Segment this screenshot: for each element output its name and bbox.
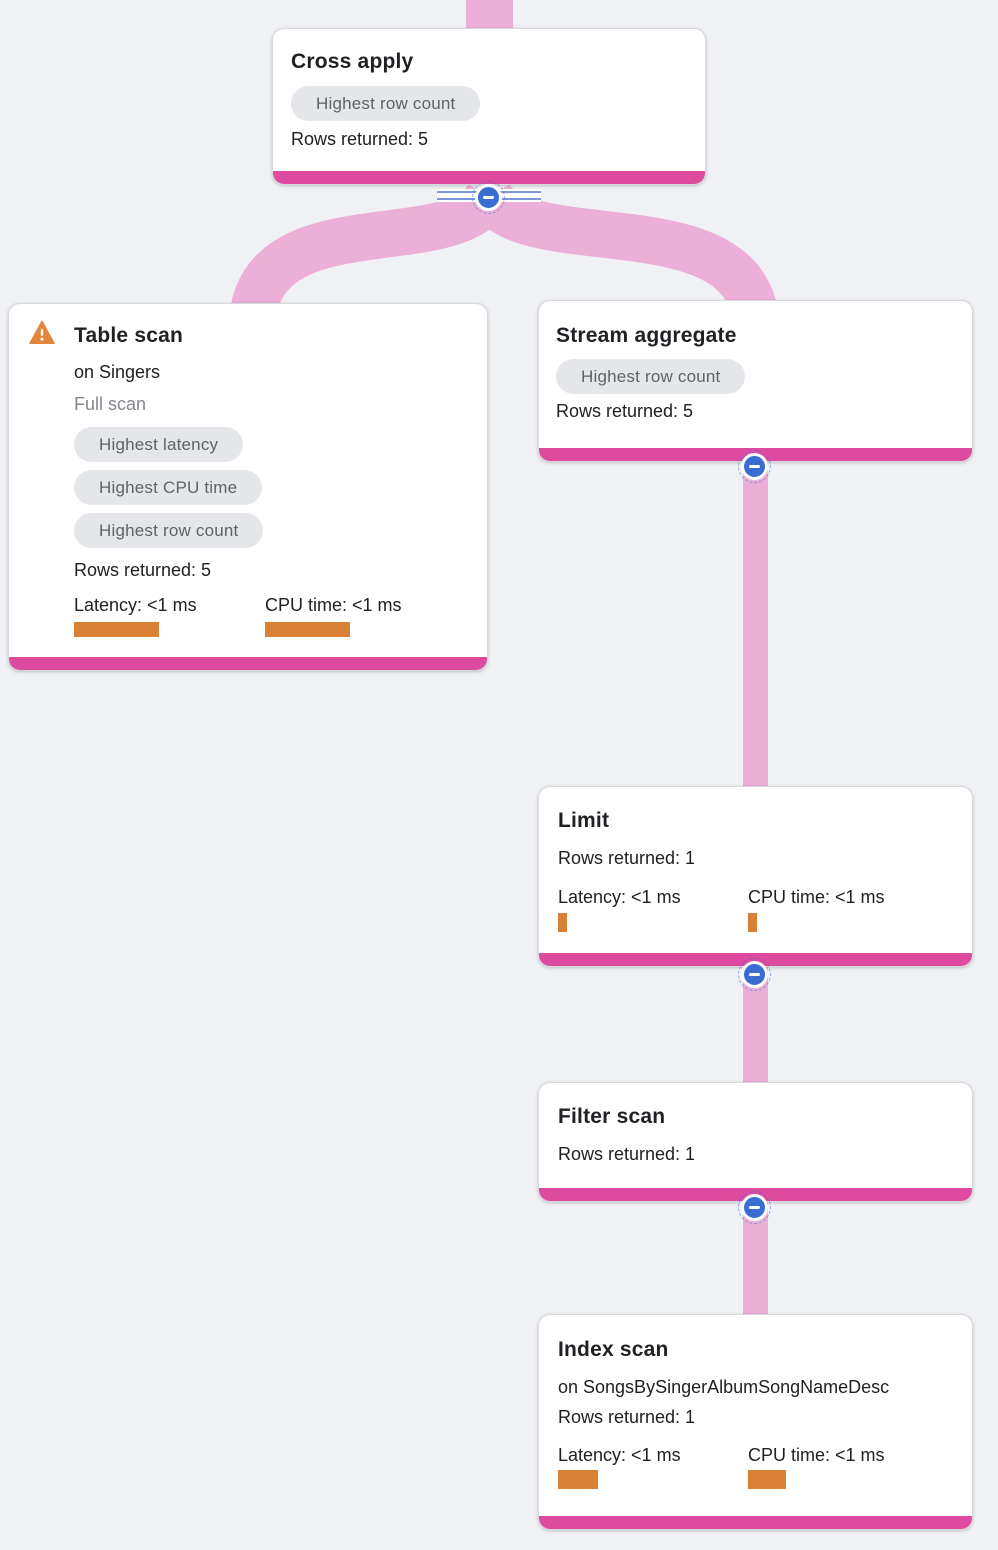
edge-into-cross-apply — [466, 0, 513, 30]
minus-icon — [483, 196, 494, 199]
node-accent-bar — [539, 1516, 972, 1529]
cpu-bar — [748, 1470, 786, 1489]
node-cross-apply[interactable]: Cross apply Highest row count Rows retur… — [272, 28, 706, 185]
latency-bar — [558, 1470, 598, 1489]
latency-bar — [558, 913, 567, 932]
collapse-button-stream-aggregate[interactable] — [738, 450, 771, 483]
rows-returned: Rows returned: 1 — [558, 1144, 696, 1164]
edge-cross-apply-to-stream-aggregate — [468, 181, 780, 332]
node-index-scan[interactable]: Index scan on SongsBySingerAlbumSongName… — [538, 1314, 973, 1530]
rows-returned: Rows returned: 1 — [558, 1407, 696, 1427]
metrics: Latency: <1 ms CPU time: <1 ms — [558, 886, 953, 932]
latency-label: Latency: <1 ms — [558, 1445, 681, 1465]
badge-highest-row-count: Highest row count — [74, 513, 264, 548]
node-title: Stream aggregate — [556, 324, 737, 347]
edge-stream-aggregate-to-limit — [743, 450, 768, 795]
latency-label: Latency: <1 ms — [558, 887, 681, 907]
cpu-bar — [748, 913, 757, 932]
latency-label: Latency: <1 ms — [74, 595, 197, 615]
latency-metric: Latency: <1 ms — [74, 594, 265, 637]
node-subtitle: on SongsBySingerAlbumSongNameDesc — [558, 1377, 890, 1397]
warning-icon — [29, 320, 55, 350]
node-title: Index scan — [558, 1338, 669, 1361]
node-note: Full scan — [74, 394, 147, 414]
rows-returned: Rows returned: 1 — [558, 848, 696, 868]
latency-metric: Latency: <1 ms — [558, 886, 748, 932]
rows-returned: Rows returned: 5 — [74, 560, 212, 580]
minus-icon — [749, 465, 760, 468]
cpu-metric: CPU time: <1 ms — [748, 1444, 938, 1489]
latency-bar — [74, 622, 159, 637]
latency-metric: Latency: <1 ms — [558, 1444, 748, 1489]
minus-icon — [749, 973, 760, 976]
collapse-button-cross-apply[interactable] — [472, 181, 505, 214]
badge-highest-row-count: Highest row count — [556, 359, 746, 394]
metrics: Latency: <1 ms CPU time: <1 ms — [558, 1444, 953, 1489]
cpu-metric: CPU time: <1 ms — [265, 594, 456, 637]
node-title: Limit — [558, 809, 610, 832]
cpu-metric: CPU time: <1 ms — [748, 886, 938, 932]
cpu-label: CPU time: <1 ms — [265, 595, 402, 615]
node-title: Filter scan — [558, 1105, 666, 1128]
minus-icon — [749, 1206, 760, 1209]
node-subtitle: on Singers — [74, 362, 161, 382]
badge-list: Highest latency Highest CPU time Highest… — [74, 427, 471, 556]
node-table-scan[interactable]: Table scan on Singers Full scan Highest … — [8, 303, 488, 671]
rows-returned: Rows returned: 5 — [556, 401, 694, 421]
badge-highest-row-count: Highest row count — [291, 86, 481, 121]
metrics: Latency: <1 ms CPU time: <1 ms — [74, 594, 471, 637]
badge-highest-cpu-time: Highest CPU time — [74, 470, 263, 505]
collapse-button-filter-scan[interactable] — [738, 1191, 771, 1224]
collapse-button-limit[interactable] — [738, 958, 771, 991]
node-title: Table scan — [74, 324, 183, 347]
cpu-bar — [265, 622, 350, 637]
cpu-label: CPU time: <1 ms — [748, 1445, 885, 1465]
node-stream-aggregate[interactable]: Stream aggregate Highest row count Rows … — [538, 300, 973, 462]
node-filter-scan[interactable]: Filter scan Rows returned: 1 — [538, 1082, 973, 1202]
node-title: Cross apply — [291, 50, 414, 73]
node-accent-bar — [9, 657, 487, 670]
cpu-label: CPU time: <1 ms — [748, 887, 885, 907]
node-limit[interactable]: Limit Rows returned: 1 Latency: <1 ms CP… — [538, 786, 973, 967]
badge-highest-latency: Highest latency — [74, 427, 244, 462]
rows-returned: Rows returned: 5 — [291, 129, 429, 149]
node-accent-bar — [273, 171, 705, 184]
edge-cross-apply-to-table-scan — [228, 182, 510, 332]
